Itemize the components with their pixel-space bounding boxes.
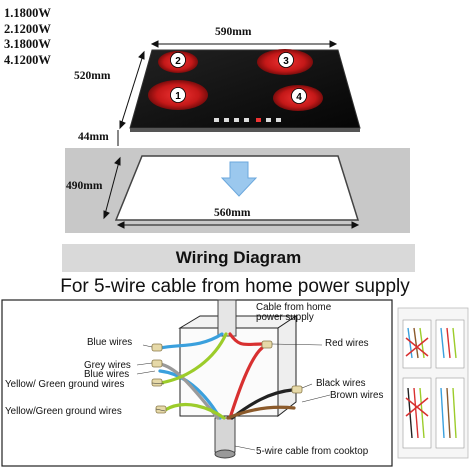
red-wire (228, 332, 264, 347)
burner-badge-3: 3 (278, 52, 294, 68)
depth-label: 520mm (74, 70, 111, 82)
supply-conduit (217, 299, 237, 337)
dimension-lines (103, 40, 360, 229)
connection-thumbnail (397, 307, 469, 459)
label-yellow-green-1: Yellow/ Green ground wires (5, 379, 125, 390)
power-list: 1.1800W 2.1200W 3.1800W 4.1200W (4, 6, 51, 68)
height-label: 44mm (78, 131, 109, 143)
cutout-width-label: 560mm (214, 207, 251, 219)
down-arrow-icon (220, 161, 258, 197)
wiring-banner: Wiring Diagram (62, 244, 415, 272)
red-wire (228, 346, 264, 420)
label-blue-wires: Blue wires (84, 369, 130, 380)
cooktop-conduit (214, 417, 236, 459)
wiring-title: Wiring Diagram (175, 248, 302, 267)
burner-badge-2: 2 (170, 52, 186, 68)
brown-wire (226, 405, 296, 420)
width-label: 590mm (215, 26, 252, 38)
label-cooktop-cable: 5-wire cable from cooktop (256, 446, 369, 457)
label-red-wires: Red wires (325, 338, 369, 349)
yellow-green-wire (158, 332, 228, 385)
power-item-4: 4.1200W (4, 52, 51, 67)
burner-badge-4: 4 (291, 88, 307, 104)
burner-number: 4 (296, 92, 302, 103)
label-black-wires: Black wires (316, 378, 366, 389)
label-supply-cable: Cable from home power supply (256, 302, 332, 323)
burner-number: 3 (283, 56, 289, 67)
burner-badge-1: 1 (170, 87, 186, 103)
leader-lines (136, 315, 331, 451)
power-item-1: 1.1800W (4, 6, 51, 20)
label-grey-wires: Grey wires (84, 360, 131, 371)
wiring-diagram (1, 299, 469, 467)
cooktop-edge (130, 128, 360, 132)
blue-wire (158, 369, 222, 420)
burner-number: 1 (175, 91, 181, 102)
power-item-2: 2.1200W (4, 21, 51, 36)
wire-connectors (151, 340, 303, 414)
wiring-subtitle: For 5-wire cable from home power supply (60, 276, 410, 297)
yellow-green-wire (163, 402, 226, 420)
label-yellow-green-2: Yellow/Green ground wires (5, 406, 122, 417)
wires (158, 332, 296, 420)
control-panel (214, 118, 281, 122)
burner-number: 2 (175, 56, 181, 67)
cutout-depth-label: 490mm (66, 180, 103, 192)
label-blue-wires-top: Blue wires (87, 337, 133, 348)
cooktop-illustration: 2 3 1 4 (65, 40, 410, 233)
blue-wire (158, 332, 224, 350)
label-brown-wires: Brown wires (330, 390, 384, 401)
power-item-3: 3.1800W (4, 37, 51, 51)
